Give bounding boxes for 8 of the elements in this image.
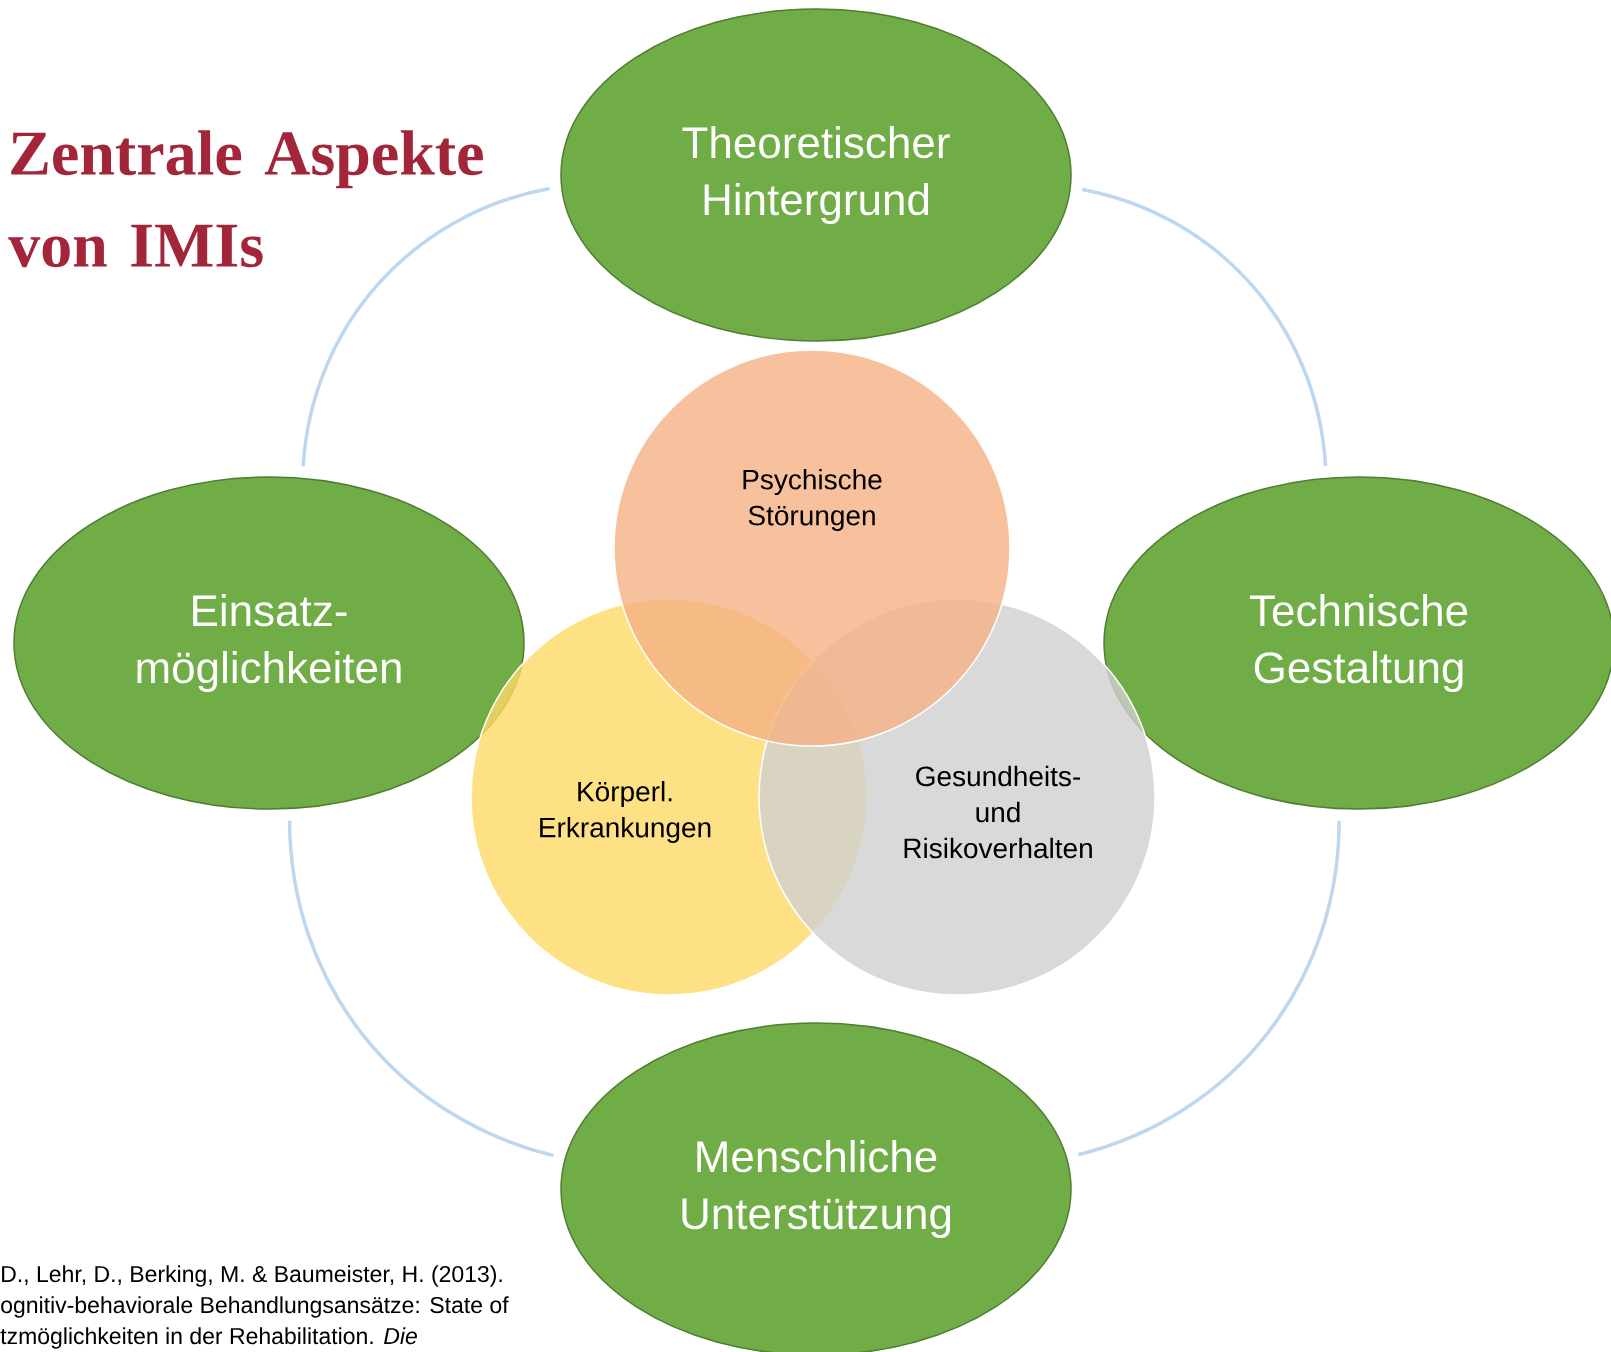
title: Zentrale Aspekte von IMIs	[8, 130, 483, 268]
connector-arc	[287, 820, 555, 1158]
connector-arc	[1077, 820, 1341, 1157]
connector-arc	[1081, 187, 1328, 467]
citation-text: D., Lehr, D., Berking, M. & Baumeister, H. (2013).	[2, 1265, 502, 1287]
citation-text: tzmöglichkeiten in der Rehabilitation. Die	[0, 1327, 417, 1349]
connector-arc	[301, 186, 551, 467]
citation-text: ognitiv-behaviorale Behandlungsansätze: State of	[1, 1296, 509, 1318]
